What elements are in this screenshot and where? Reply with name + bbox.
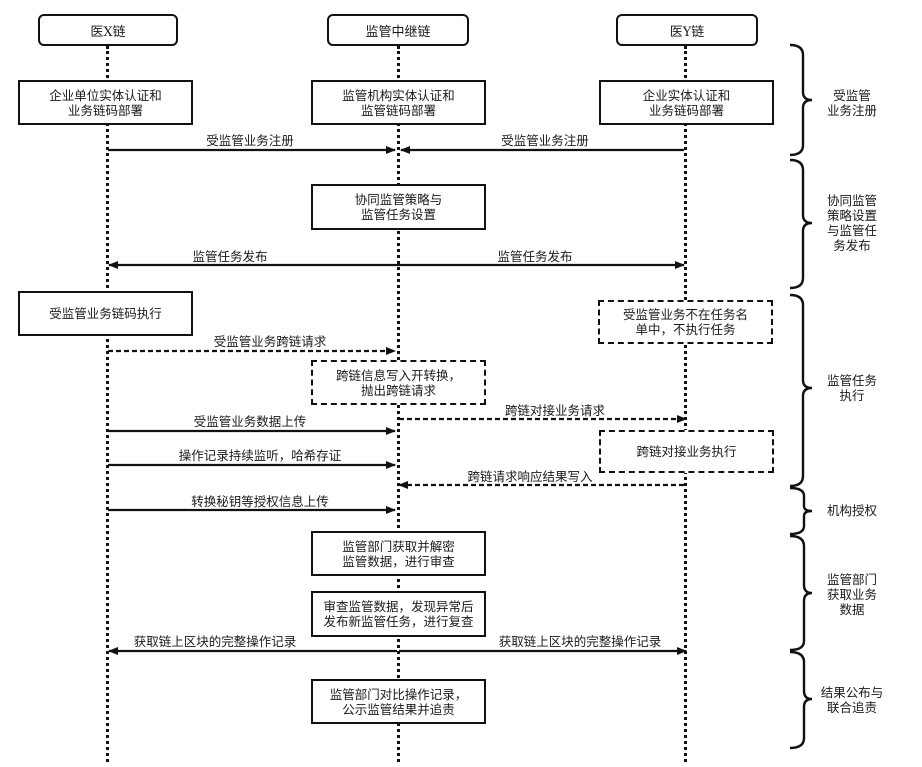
process-box-text: 协同监管策略与 监管任务设置 bbox=[354, 192, 443, 222]
lane-head-x: 医X链 bbox=[38, 14, 178, 46]
lane-head-y: 医Y链 bbox=[616, 14, 758, 46]
message-label-m6: 跨链对接业务请求 bbox=[504, 403, 605, 418]
message-label-m8: 操作记录持续监听，哈希存证 bbox=[178, 448, 342, 463]
message-label-m4: 监管任务发布 bbox=[497, 249, 573, 264]
process-box-relay-crosschain: 跨链信息写入开转换， 抛出跨链请求 bbox=[311, 360, 486, 405]
process-box-y-not-in-list: 受监管业务不在任务名 单中，不执行任务 bbox=[598, 300, 773, 344]
lane-head-label: 医Y链 bbox=[669, 24, 705, 40]
message-label-m10: 转换秘钥等授权信息上传 bbox=[191, 494, 329, 509]
process-box-relay-policy: 协同监管策略与 监管任务设置 bbox=[311, 184, 486, 230]
process-box-text: 受监管业务不在任务名 单中，不执行任务 bbox=[622, 307, 748, 337]
phase-label-p4: 机构授权 bbox=[826, 503, 877, 518]
process-box-text: 审查监管数据，发现异常后 发布新监管任务，进行复查 bbox=[323, 599, 474, 629]
message-label-m5: 受监管业务跨链请求 bbox=[213, 334, 327, 349]
lane-head-relay: 监管中继链 bbox=[327, 14, 469, 46]
phase-bracket-p5 bbox=[789, 534, 813, 652]
message-label-m11: 获取链上区块的完整操作记录 bbox=[133, 634, 297, 649]
phase-bracket-p6 bbox=[789, 650, 813, 750]
phase-bracket-p2 bbox=[789, 158, 813, 290]
lane-head-label: 监管中继链 bbox=[365, 24, 431, 40]
process-box-relay-review: 审查监管数据，发现异常后 发布新监管任务，进行复查 bbox=[311, 591, 486, 637]
message-label-m9: 跨链请求响应结果写入 bbox=[467, 469, 593, 484]
process-box-text: 受监管业务链码执行 bbox=[49, 306, 162, 321]
message-label-m2: 受监管业务注册 bbox=[501, 133, 589, 148]
message-label-m1: 受监管业务注册 bbox=[206, 133, 294, 148]
phase-label-p5: 监管部门 获取业务 数据 bbox=[826, 572, 877, 617]
process-box-text: 跨链信息写入开转换， 抛出跨链请求 bbox=[335, 367, 461, 398]
process-box-text: 企业单位实体认证和 业务链码部署 bbox=[49, 87, 162, 118]
process-box-relay-decrypt: 监管部门获取并解密 监管数据，进行审查 bbox=[311, 531, 486, 576]
process-box-y-register: 企业实体认证和 业务链码部署 bbox=[599, 80, 774, 125]
phase-bracket-p1 bbox=[789, 43, 813, 157]
process-box-relay-compare: 监管部门对比操作记录， 公示监管结果并追责 bbox=[311, 679, 486, 724]
message-label-m7: 受监管业务数据上传 bbox=[193, 414, 307, 429]
phase-label-p1: 受监管 业务注册 bbox=[826, 88, 877, 118]
lane-head-label: 医X链 bbox=[90, 24, 126, 40]
phase-label-p2: 协同监管 策略设置 与监管任 务发布 bbox=[826, 193, 877, 253]
phase-bracket-p4 bbox=[789, 486, 813, 536]
phase-label-p6: 结果公布与 联合追责 bbox=[820, 685, 884, 715]
phase-label-p3: 监管任务 执行 bbox=[826, 373, 877, 403]
phase-bracket-p3 bbox=[789, 293, 813, 488]
process-box-x-register: 企业单位实体认证和 业务链码部署 bbox=[18, 80, 193, 125]
process-box-text: 监管机构实体认证和 监管链码部署 bbox=[342, 87, 455, 118]
process-box-x-exec: 受监管业务链码执行 bbox=[18, 291, 193, 336]
message-label-m12: 获取链上区块的完整操作记录 bbox=[498, 634, 662, 649]
process-box-text: 监管部门对比操作记录， 公示监管结果并追责 bbox=[329, 686, 468, 717]
process-box-y-crosschain-exec: 跨链对接业务执行 bbox=[599, 430, 774, 473]
process-box-text: 监管部门获取并解密 监管数据，进行审查 bbox=[342, 538, 455, 569]
lifeline-y bbox=[684, 46, 687, 762]
process-box-relay-register: 监管机构实体认证和 监管链码部署 bbox=[311, 80, 486, 125]
lifeline-x bbox=[106, 46, 109, 762]
message-label-m3: 监管任务发布 bbox=[192, 249, 268, 264]
process-box-text: 跨链对接业务执行 bbox=[636, 444, 737, 459]
process-box-text: 企业实体认证和 业务链码部署 bbox=[642, 87, 731, 118]
